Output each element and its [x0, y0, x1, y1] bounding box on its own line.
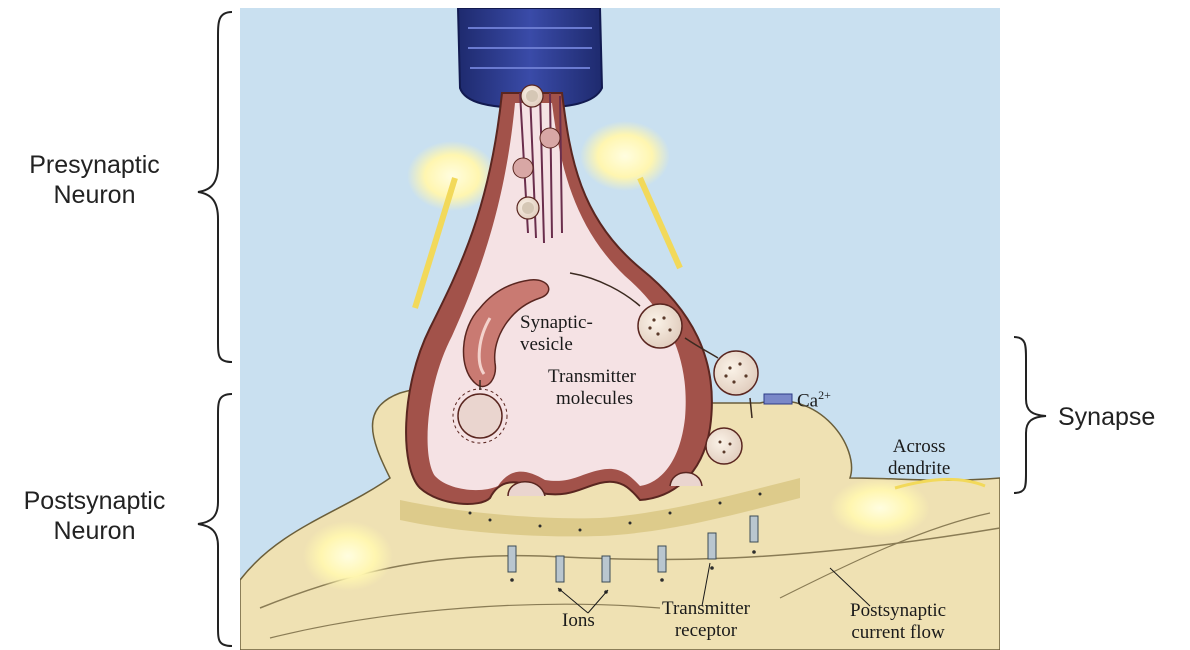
across-dendrite-label: Across dendrite [888, 436, 950, 480]
transmitter-molecules-line-2: molecules [548, 388, 636, 410]
postsynaptic-current-line-1: Postsynaptic [850, 600, 946, 622]
synapse-label: Synapse [1058, 402, 1183, 432]
presynaptic-line-1: Presynaptic [2, 150, 187, 180]
synapse-brace [1008, 335, 1058, 497]
postsynaptic-current-line-2: current flow [850, 622, 946, 644]
transmitter-receptor-line-2: receptor [662, 620, 750, 642]
glow-right-bottom [830, 478, 930, 538]
postsynaptic-current-label: Postsynaptic current flow [850, 600, 946, 644]
calcium-channel [764, 394, 792, 404]
glow-right-top [580, 121, 670, 191]
synaptic-vesicle-2 [714, 351, 758, 395]
synaptic-vesicle-line-2: vesicle [520, 334, 593, 356]
presynaptic-neuron-label: Presynaptic Neuron [2, 150, 187, 210]
presynaptic-line-2: Neuron [2, 180, 187, 210]
transmitter-receptor-line-1: Transmitter [662, 598, 750, 620]
calcium-label: Ca2+ [797, 384, 831, 412]
transmitter-molecules-line-1: Transmitter [548, 366, 636, 388]
postsynaptic-line-1: Postsynaptic [2, 486, 187, 516]
transmitter-receptor-label: Transmitter receptor [662, 598, 750, 642]
synapse-illustration [240, 8, 1000, 650]
postsynaptic-neuron-label: Postsynaptic Neuron [2, 486, 187, 546]
synaptic-vesicle-label: Synaptic- vesicle [520, 312, 593, 356]
calcium-symbol: Ca [797, 390, 818, 411]
across-dendrite-line-1: Across [888, 436, 950, 458]
synaptic-vesicle-1 [638, 304, 682, 348]
synaptic-vesicle-3 [706, 428, 742, 464]
ions-label: Ions [562, 610, 595, 632]
presynaptic-brace [190, 10, 245, 365]
postsynaptic-line-2: Neuron [2, 516, 187, 546]
transmitter-molecules-label: Transmitter molecules [548, 366, 636, 410]
glow-left-bottom [303, 521, 393, 591]
calcium-charge: 2+ [818, 388, 831, 402]
across-dendrite-line-2: dendrite [888, 458, 950, 480]
postsynaptic-brace [190, 392, 245, 650]
synaptic-vesicle-line-1: Synaptic- [520, 312, 593, 334]
